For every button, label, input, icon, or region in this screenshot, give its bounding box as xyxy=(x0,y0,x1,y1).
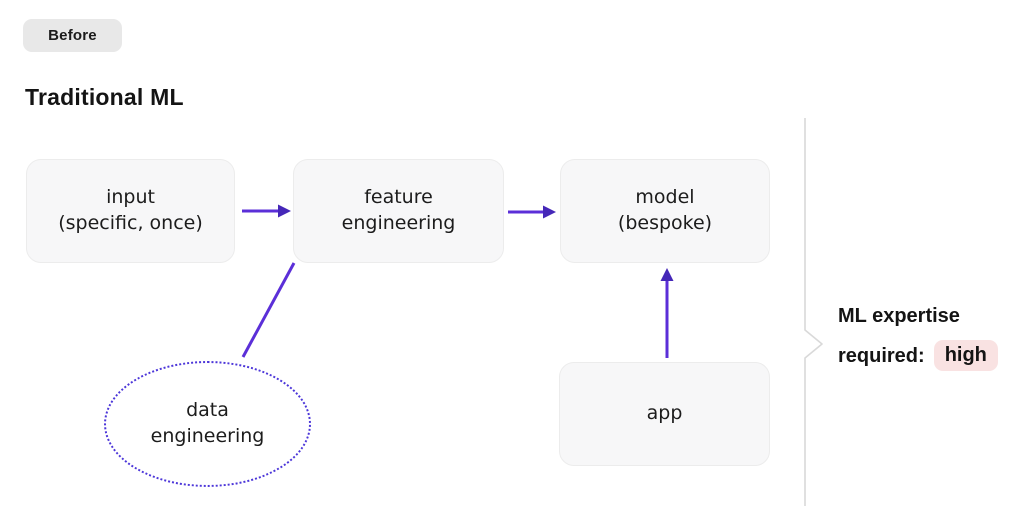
node-feature-engineering: feature engineering xyxy=(293,159,504,263)
diagram-title: Traditional ML xyxy=(25,84,184,110)
node-model: model (bespoke) xyxy=(560,159,770,263)
expertise-level-badge: high xyxy=(933,340,998,371)
node-data-engineering: data engineering xyxy=(104,361,311,487)
ml-expertise-annotation: ML expertise required: high xyxy=(838,306,998,371)
annotation-line1: ML expertise xyxy=(838,305,960,327)
arrow-feature-to-model xyxy=(508,205,556,219)
annotation-line2: required: high xyxy=(838,340,998,371)
arrow-app-to-model xyxy=(660,268,674,358)
node-input: input (specific, once) xyxy=(26,159,235,263)
arrow-input-to-feature xyxy=(242,204,291,218)
bracket xyxy=(804,118,823,506)
before-badge: Before xyxy=(23,19,122,52)
node-app: app xyxy=(559,362,770,466)
line-dataeng-to-feature xyxy=(241,262,296,358)
annotation-required-label: required: xyxy=(838,344,925,367)
